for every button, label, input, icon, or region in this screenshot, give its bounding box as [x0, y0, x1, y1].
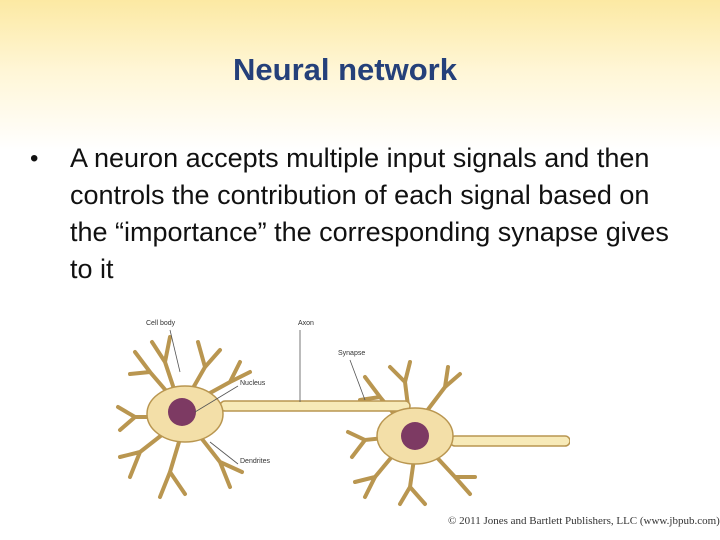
dendrite — [158, 430, 187, 499]
axon — [219, 400, 411, 412]
leader-line — [349, 359, 366, 401]
dendrite — [428, 448, 477, 496]
leader-line — [194, 385, 239, 413]
copyright-notice: © 2011 Jones and Bartlett Publishers, LL… — [448, 515, 720, 527]
nucleus — [168, 398, 196, 426]
slide-title: Neural network — [233, 52, 457, 87]
label-nucleus: Nucleus — [240, 380, 266, 387]
label-axon: Axon — [298, 320, 314, 327]
nucleus — [401, 422, 429, 450]
axon — [449, 435, 571, 447]
bullet-marker: • — [30, 145, 39, 172]
leader-line — [209, 441, 239, 465]
label-synapse: Synapse — [338, 350, 366, 357]
leader-line — [169, 329, 181, 373]
label-dendrites: Dendrites — [240, 458, 270, 465]
bullet-text: A neuron accepts multiple input signals … — [70, 143, 669, 284]
dendrite — [193, 428, 244, 489]
neuron-illustration: Cell body Axon Synapse Nucleus Dendrites — [110, 312, 571, 512]
label-cell-body: Cell body — [146, 320, 176, 327]
neuron-diagram — [116, 329, 571, 506]
